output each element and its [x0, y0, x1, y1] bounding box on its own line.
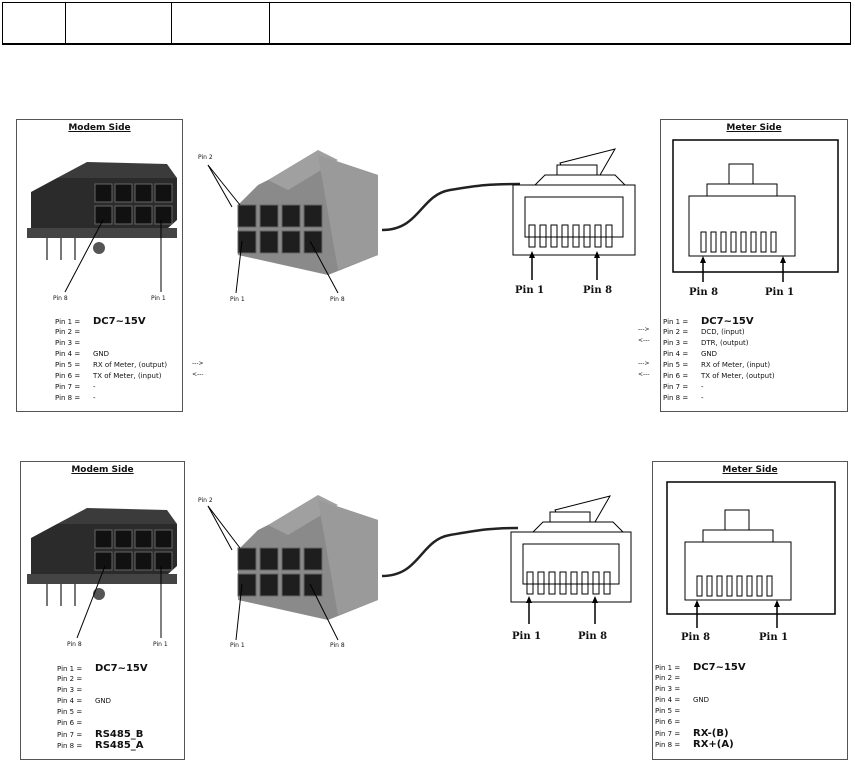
rj45-plug-drawing-2 [510, 495, 632, 624]
header-table [2, 2, 851, 45]
plug-pin8-label: Pin 8 [330, 296, 345, 303]
pin-row: Pin 2 = [655, 674, 681, 682]
pin-row: Pin 8 =RX+(A) [655, 739, 734, 750]
modem-side-title: Modem Side [71, 465, 134, 475]
meter-jack-drawing [666, 481, 836, 628]
modem-pin1-label: Pin 1 [153, 641, 168, 648]
pin-row: Pin 2 = [55, 328, 81, 336]
modem-connector-drawing [27, 508, 177, 639]
header-cell-2 [65, 3, 172, 43]
meter-pin-list-2: Pin 1 =DC7~15V Pin 2 = Pin 3 = Pin 4 =GN… [655, 662, 746, 750]
pin-row: Pin 7 =- [663, 383, 704, 391]
modem-pin-list-2: Pin 1 =DC7~15V Pin 2 = Pin 3 = Pin 4 =GN… [57, 663, 148, 751]
modem-pin8-label: Pin 8 [53, 295, 68, 302]
meter-pin-list-1: Pin 1 =DC7~15V Pin 2 =DCD, (input) Pin 3… [663, 316, 775, 404]
pin-row: Pin 1 =DC7~15V [663, 316, 754, 327]
pin-row: Pin 8 =- [55, 394, 96, 402]
plug-pin2-label: Pin 2 [198, 497, 213, 504]
plug-pin1-label: Pin 1 [230, 296, 245, 303]
pin-row: Pin 1 =DC7~15V [655, 662, 746, 673]
modem-side-title: Modem Side [68, 123, 131, 133]
pin-row: Pin 7 =- [55, 383, 96, 391]
plug-connector-drawing-1 [207, 150, 378, 294]
pin-row: Pin 5 =RX of Meter, (input) [663, 361, 771, 369]
modem-arrow-out: ---> [192, 360, 204, 367]
modem-pin1-label: Pin 1 [151, 295, 166, 302]
meter-arrow-2: <--- [638, 337, 650, 344]
meter-side-box-1: Meter Side Pin 8 Pin 1 Pin 1 =DC7~15V Pi… [660, 119, 848, 412]
plug-pin2-label: Pin 2 [198, 154, 213, 161]
cable-drawing-2 [381, 526, 519, 578]
cable-drawing-1 [381, 182, 521, 232]
pin-row: Pin 4 =GND [55, 350, 110, 358]
pin-row: Pin 2 =DCD, (input) [663, 328, 745, 336]
modem-connector-drawing [27, 162, 177, 293]
pin-row: Pin 3 = [57, 686, 83, 694]
pin-row: Pin 6 =TX of Meter, (output) [663, 372, 775, 380]
pin-row: Pin 4 =GND [663, 350, 718, 358]
rj45-pin1-label: Pin 1 [512, 631, 542, 642]
pin-row: Pin 8 =- [663, 394, 704, 402]
pin-row: Pin 8 =RS485_A [57, 740, 144, 751]
rj45-pin8-label: Pin 8 [583, 285, 613, 296]
meter-pin8-label: Pin 8 [681, 632, 711, 643]
pin-row: Pin 3 =DTR, (output) [663, 339, 749, 347]
meter-pin1-label: Pin 1 [759, 632, 789, 643]
pin-row: Pin 7 =RS485_B [57, 729, 144, 740]
modem-pin8-label: Pin 8 [67, 641, 82, 648]
plug-pin8-label: Pin 8 [330, 642, 345, 649]
modem-side-box-2: Modem Side Pin 8 Pin 1 Pin 1 =DC7~15V Pi… [20, 461, 185, 760]
header-cell-3 [171, 3, 270, 43]
meter-side-title: Meter Side [726, 123, 782, 133]
rj45-pin1-label: Pin 1 [515, 285, 545, 296]
pin-row: Pin 1 =DC7~15V [57, 663, 148, 674]
meter-arrow-4: <--- [638, 371, 650, 378]
rj45-pin8-label: Pin 8 [578, 631, 608, 642]
pin-row: Pin 1 =DC7~15V [55, 316, 146, 327]
pin-row: Pin 6 = [57, 719, 83, 727]
pin-row: Pin 7 =RX-(B) [655, 728, 729, 739]
header-cell-1 [3, 3, 66, 43]
modem-pin-list-1: Pin 1 =DC7~15V Pin 2 = Pin 3 = Pin 4 =GN… [55, 316, 167, 404]
meter-arrow-3: ---> [638, 360, 650, 367]
modem-arrow-in: <--- [192, 371, 204, 378]
rj45-plug-drawing-1 [512, 148, 636, 280]
plug-pin1-label: Pin 1 [230, 642, 245, 649]
meter-side-title: Meter Side [722, 465, 778, 475]
pin-row: Pin 6 =TX of Meter, (input) [55, 372, 162, 380]
meter-side-box-2: Meter Side Pin 8 Pin 1 Pin 1 =DC7~15V Pi… [652, 461, 848, 760]
pin-row: Pin 2 = [57, 675, 83, 683]
pin-row: Pin 6 = [655, 718, 681, 726]
pin-row: Pin 5 =RX of Meter, (output) [55, 361, 168, 369]
pin-row: Pin 5 = [655, 707, 681, 715]
meter-jack-drawing [672, 139, 839, 282]
meter-pin8-label: Pin 8 [689, 287, 719, 298]
pin-row: Pin 4 =GND [655, 696, 710, 704]
pin-row: Pin 3 = [655, 685, 681, 693]
pin-row: Pin 3 = [55, 339, 81, 347]
meter-arrow-1: ---> [638, 326, 650, 333]
pin-row: Pin 4 =GND [57, 697, 112, 705]
modem-side-box-1: Modem Side Pin 8 Pin 1 Pin 1 =DC7~15V Pi… [16, 119, 183, 412]
meter-pin1-label: Pin 1 [765, 287, 795, 298]
pin-row: Pin 5 = [57, 708, 83, 716]
plug-connector-drawing-2 [207, 495, 378, 641]
